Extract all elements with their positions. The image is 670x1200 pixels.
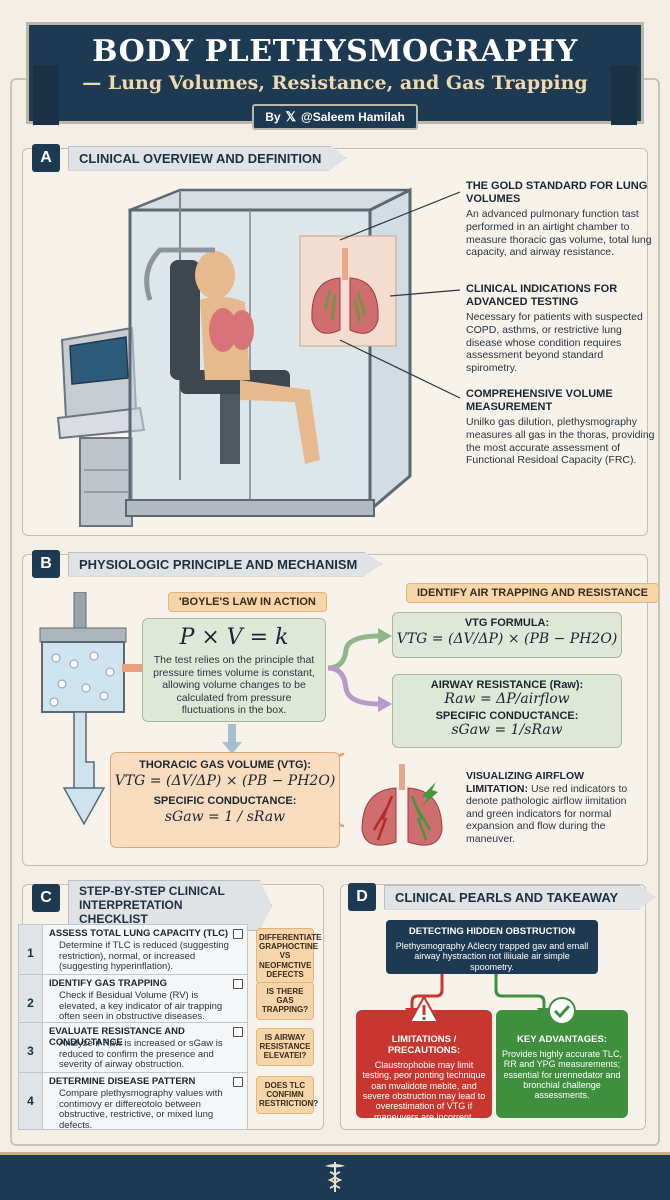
page-title: BODY PLETHYSMOGRAPHY	[92, 34, 578, 69]
step-1-text: Determine if TLC is reduced (suggesting …	[59, 940, 229, 973]
section-a-letter: A	[32, 144, 60, 172]
byline-prefix: By	[265, 110, 281, 124]
airway-resistance-box: AIRWAY RESISTANCE (Raw): Raw = ΔP/airflo…	[392, 674, 622, 748]
volume-measurement-block: COMPREHENSIVE VOLUME MEASUREMENT Unilko …	[466, 388, 656, 467]
section-d-letter: D	[348, 883, 376, 911]
visualizing-airflow-text: Use red indicators to denote pathologic …	[466, 782, 628, 845]
indications-heading: CLINICAL INDICATIONS FOR ADVANCED TESTIN…	[466, 283, 618, 309]
thoracic-gas-volume-box: THORACIC GAS VOLUME (VTG): VTG = (ΔV/ΔP)…	[110, 752, 340, 848]
indications-block: CLINICAL INDICATIONS FOR ADVANCED TESTIN…	[466, 283, 656, 374]
limitations-heading: LIMITATIONS / PRECAUTIONS:	[387, 1034, 461, 1056]
volume-measurement-text: Unilko gas dilution, plethysmography mea…	[466, 416, 655, 467]
boyles-law-box: P × V = k The test relies on the princip…	[142, 618, 326, 722]
tgv-specific-conductance-label: SPECIFIC CONDUCTANCE:	[153, 795, 297, 807]
caduceus-icon	[325, 1162, 345, 1192]
vtg-formula: VTG = (ΔV/ΔP) × (PB − PH2O)	[396, 631, 618, 647]
step-3-text: Analyze if Raw is increased or sGaw is r…	[59, 1038, 223, 1071]
limitations-card: LIMITATIONS / PRECAUTIONS: Claustrophobi…	[356, 996, 492, 1122]
hidden-obstruction-text: Plethysmography Ačlecry trapped gav and …	[395, 941, 589, 972]
step-4-title: DETERMINE DISEASE PATTERN	[49, 1076, 196, 1087]
limitations-text: Claustrophobie may limit testing, peor p…	[362, 1060, 486, 1122]
step-4-text: Compare plethysmography values with cont…	[59, 1088, 223, 1131]
vtg-formula-label: VTG FORMULA:	[464, 617, 550, 629]
section-a-title: CLINICAL OVERVIEW AND DEFINITION	[68, 145, 347, 171]
step-1-title: ASSESS TOTAL LUNG CAPACITY (TLC)	[49, 928, 229, 939]
lung-inset	[299, 235, 397, 347]
gold-standard-text: An advanced pulmonary function tast perf…	[466, 208, 652, 259]
airway-resistance-formula: Raw = ΔP/airflow	[444, 691, 570, 707]
step-4-number: 4	[19, 1073, 43, 1129]
byline-handle: @Saleem Hamilah	[301, 110, 405, 124]
gold-standard-heading: THE GOLD STANDARD FOR LUNG VOLUMES	[466, 180, 648, 206]
piston-cylinder-illustration	[39, 592, 127, 826]
checklist-step-4: 4 DETERMINE DISEASE PATTERN Compare plet…	[18, 1072, 248, 1131]
step-3-question: IS AIRWAY RESISTANCE ELEVATEI?	[256, 1028, 314, 1066]
step-2-checkbox[interactable]	[233, 979, 243, 989]
visualizing-airflow-heading: VISUALIZING AIRFLOW LIMITATION:	[466, 770, 585, 795]
advantages-heading: KEY ADVANTAGES:	[517, 1034, 607, 1045]
patient-in-chair	[170, 251, 320, 464]
checkmark-icon	[548, 997, 576, 1025]
section-d-title: CLINICAL PEARLS AND TAKEAWAY	[384, 884, 656, 910]
step-2-question: IS THERE GAS TRAPPING?	[256, 982, 314, 1020]
step-3-title: EVALUATE RESISTANCE AND CONDUCTANCE	[49, 1026, 185, 1048]
step-1-checkbox[interactable]	[233, 929, 243, 939]
step-2-number: 2	[19, 975, 43, 1031]
step-2-title: IDENTIFY GAS TRAPPING	[49, 978, 168, 989]
lungs-airflow-illustration	[361, 764, 443, 846]
volume-measurement-heading: COMPREHENSIVE VOLUME MEASUREMENT	[466, 388, 613, 414]
banner-fold-right	[611, 65, 637, 125]
indications-text: Necessary for patients with suspected CO…	[466, 311, 643, 374]
section-b-letter: B	[32, 550, 60, 578]
section-a-header: A CLINICAL OVERVIEW AND DEFINITION	[32, 144, 347, 172]
x-logo-icon: 𝕏	[285, 109, 297, 124]
footer-accent-line	[0, 1152, 670, 1155]
tgv-specific-conductance-formula: sGaw = 1 / sRaw	[164, 809, 286, 825]
vtg-formula-box: VTG FORMULA: VTG = (ΔV/ΔP) × (PB − PH2O)	[392, 612, 622, 658]
plethysmograph-illustration	[56, 187, 460, 527]
step-2-text: Check if Besidual Volume (RV) is elevate…	[59, 990, 223, 1023]
specific-conductance-formula: sGaw = 1/sRaw	[451, 722, 563, 738]
step-1-question: DIFFERENTIATE GRAPHOCTINE VS NEOFMCTIVE …	[256, 928, 322, 984]
boyles-law-text: The test relies on the principle that pr…	[153, 654, 315, 717]
section-b-header: B PHYSIOLOGIC PRINCIPLE AND MECHANISM	[32, 550, 383, 578]
banner-fold-left	[33, 65, 59, 125]
step-1-number: 1	[19, 925, 43, 981]
step-4-question: DOES TLC CONFIMN RESTRICTION?	[256, 1076, 318, 1114]
page-subtitle: — Lung Volumes, Resistance, and Gas Trap…	[82, 72, 588, 94]
control-console	[56, 326, 146, 527]
checklist-step-1: 1 ASSESS TOTAL LUNG CAPACITY (TLC) Deter…	[18, 924, 248, 982]
boyles-law-formula: P × V = k	[179, 625, 289, 650]
warning-icon	[409, 996, 439, 1023]
airway-resistance-label: AIRWAY RESISTANCE (Raw):	[430, 679, 584, 691]
author-byline: By 𝕏 @Saleem Hamilah	[252, 104, 418, 130]
hidden-obstruction-heading: DETECTING HIDDEN OBSTRUCTION	[408, 926, 576, 937]
step-4-checkbox[interactable]	[233, 1077, 243, 1087]
section-d-header: D CLINICAL PEARLS AND TAKEAWAY	[348, 883, 656, 911]
thoracic-gas-volume-label: THORACIC GAS VOLUME (VTG):	[139, 759, 311, 771]
boyles-law-badge: 'BOYLE'S LAW IN ACTION	[168, 592, 327, 612]
thoracic-gas-volume-formula: VTG = (ΔV/ΔP) × (PB − PH2O)	[114, 773, 336, 789]
hidden-obstruction-box: DETECTING HIDDEN OBSTRUCTION Plethysmogr…	[386, 920, 598, 974]
step-3-checkbox[interactable]	[233, 1027, 243, 1037]
step-3-number: 3	[19, 1023, 43, 1079]
advantages-card: KEY ADVANTAGES: Provides highly accurate…	[496, 997, 628, 1118]
gold-standard-block: THE GOLD STANDARD FOR LUNG VOLUMES An ad…	[466, 180, 656, 259]
specific-conductance-label: SPECIFIC CONDUCTANCE:	[435, 710, 579, 722]
advantages-text: Provides highly accurate TLC, RR and YPG…	[502, 1049, 622, 1101]
visualizing-airflow-block: VISUALIZING AIRFLOW LIMITATION: Use red …	[466, 770, 646, 846]
air-trapping-badge: IDENTIFY AIR TRAPPING AND RESISTANCE	[406, 583, 660, 603]
checklist-step-3: 3 EVALUATE RESISTANCE AND CONDUCTANCE An…	[18, 1022, 248, 1080]
section-c-letter: C	[32, 884, 60, 912]
section-b-title: PHYSIOLOGIC PRINCIPLE AND MECHANISM	[68, 551, 383, 577]
